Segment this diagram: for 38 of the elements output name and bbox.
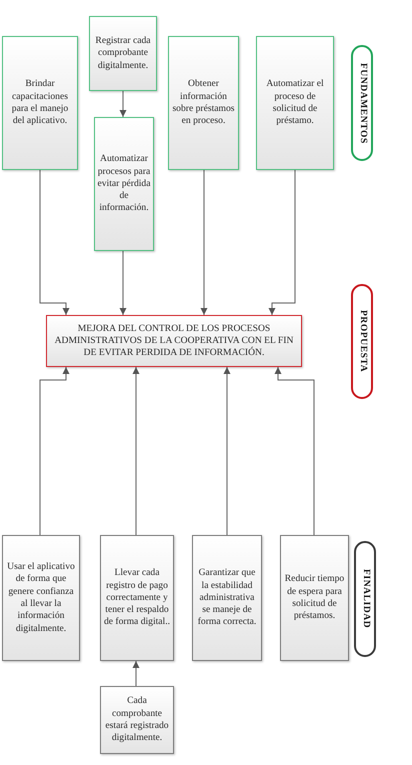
section-label: FUNDAMENTOS [357, 62, 367, 144]
process-box [89, 16, 157, 91]
arrow [40, 170, 70, 316]
arrow [132, 366, 140, 536]
process-text: Automatizar procesos para evitar pérdida de información. [97, 153, 151, 215]
section-label: PROPUESTA [357, 310, 367, 373]
process-box [280, 535, 349, 661]
process-text: Reducir tiempo de espera para solicitud de préstamos. [284, 573, 346, 623]
process-text: Cada comprobante estará registrado digitalmente. [104, 695, 170, 745]
process-box [100, 686, 174, 754]
arrow [40, 366, 70, 536]
process-text: Obtener información sobre préstamos en proceso. [171, 78, 236, 128]
section-label: FINALIDAD [360, 569, 370, 629]
arrow [120, 250, 126, 316]
section-pill [354, 541, 376, 657]
arrow [274, 366, 314, 536]
process-box [94, 117, 154, 251]
process-box [2, 535, 80, 661]
section-pill [351, 45, 373, 161]
arrow [224, 366, 230, 536]
arrow [200, 170, 208, 316]
process-text: Brindar capacitaciones para el manejo del aplicativo. [10, 78, 70, 128]
section-pill [351, 284, 373, 399]
process-text: Llevar cada registro de pago correctamente y tener el respaldo de forma digital.. [103, 567, 171, 629]
goal-box [46, 315, 302, 367]
goal-text: MEJORA DEL CONTROL DE LOS PROCESOS ADMINISTRATIVOS DE LA COOPERATIVA CON EL FIN DE EVITAR PERDIDA DE INFORMACIÓN. [54, 323, 294, 359]
process-text: Automatizar el proceso de solicitud de préstamo. [265, 78, 325, 128]
process-box [168, 36, 239, 170]
process-text: Garantizar que la estabilidad administrativa se maneje de forma correcta. [196, 567, 258, 629]
process-box [100, 535, 174, 661]
process-box [2, 36, 78, 170]
arrow [132, 660, 140, 686]
process-box [192, 535, 262, 661]
arrow [120, 90, 126, 118]
process-text: Registrar cada comprobante digitalmente. [94, 35, 152, 72]
arrow [268, 170, 296, 316]
process-text: Usar el aplicativo de forma que genere confianza al llevar la información digitalmente. [6, 561, 76, 635]
process-box [256, 36, 334, 170]
